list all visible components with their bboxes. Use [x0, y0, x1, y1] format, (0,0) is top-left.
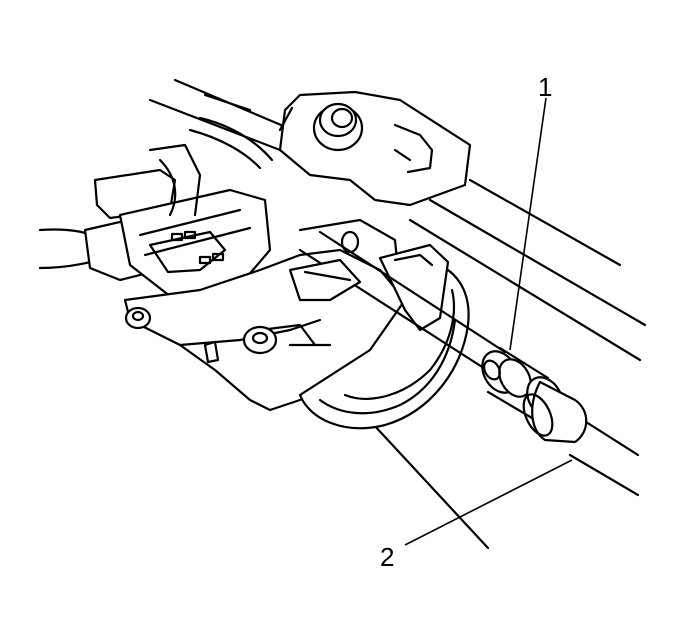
shaft-sleeve — [522, 380, 588, 444]
electrical-connector — [83, 143, 272, 302]
column-rails — [148, 78, 647, 550]
leader-line-1 — [509, 97, 547, 351]
callout-2: 2 — [380, 542, 394, 572]
steering-shaft — [288, 230, 507, 374]
leader-line-2 — [404, 459, 573, 546]
column-collar — [298, 243, 470, 430]
leader-lines — [404, 97, 573, 546]
upper-bracket — [278, 90, 472, 207]
callout-1: 1 — [538, 72, 552, 102]
